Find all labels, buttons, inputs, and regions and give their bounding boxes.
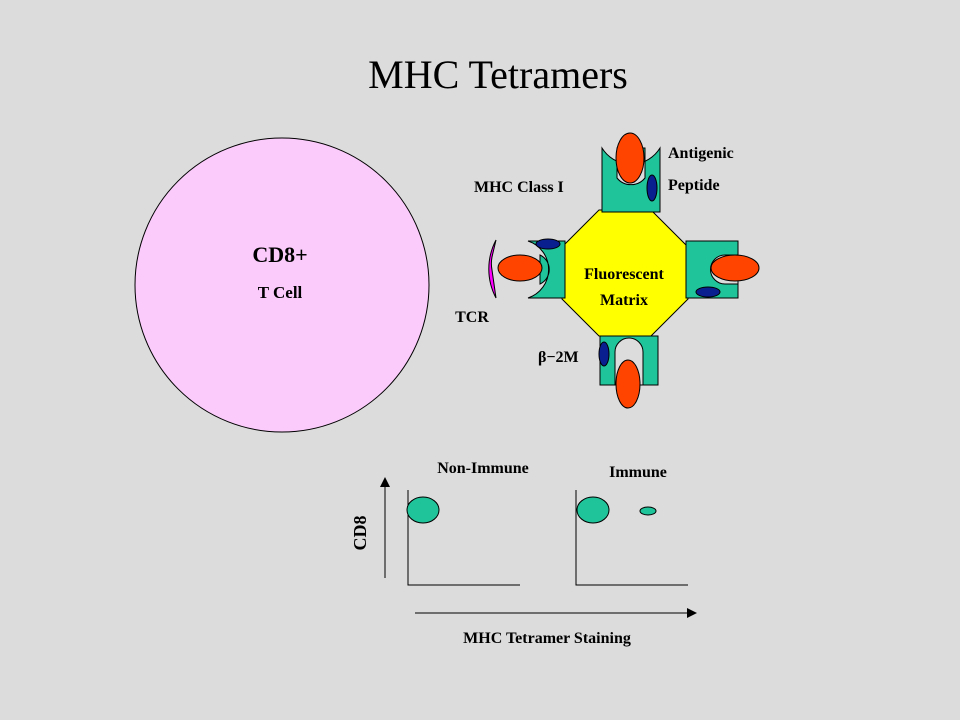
beta2m-bottom — [598, 341, 610, 367]
label-peptide: Peptide — [668, 177, 720, 194]
label-mhc-class: MHC Class I — [474, 179, 564, 196]
label-matrix-2: Matrix — [600, 292, 648, 309]
cell-label-tcell: T Cell — [258, 283, 303, 302]
cell-label-cd8: CD8+ — [252, 242, 307, 267]
label-antigenic: Antigenic — [668, 145, 734, 162]
peptide-right — [710, 254, 760, 282]
plot-axes-non-immune — [407, 490, 520, 586]
population-cd8-immune — [576, 496, 610, 524]
peptide-top — [615, 132, 645, 184]
peptide-bottom — [615, 359, 641, 409]
beta2m-right — [695, 286, 721, 298]
plot-axes-immune — [575, 490, 688, 586]
page-title: MHC Tetramers — [368, 52, 628, 97]
label-matrix-1: Fluorescent — [584, 266, 664, 283]
label-beta2m: β−2M — [538, 349, 579, 366]
beta2m-top — [646, 174, 658, 202]
label-tcr: TCR — [455, 309, 489, 326]
tcr-receptor — [488, 239, 497, 299]
population-tetramer-positive — [639, 506, 657, 516]
mhc-molecule-right — [685, 240, 739, 299]
peptide-left — [497, 254, 543, 282]
population-cd8-non-immune — [406, 496, 440, 524]
t-cell — [134, 137, 430, 433]
plot-title-non-immune: Non-Immune — [437, 460, 529, 477]
y-axis-label: CD8 — [350, 516, 370, 551]
plot-title-immune: Immune — [609, 464, 667, 481]
x-axis-label: MHC Tetramer Staining — [463, 630, 631, 647]
beta2m-left — [535, 238, 561, 250]
mhc-molecule-bottom — [599, 335, 659, 386]
